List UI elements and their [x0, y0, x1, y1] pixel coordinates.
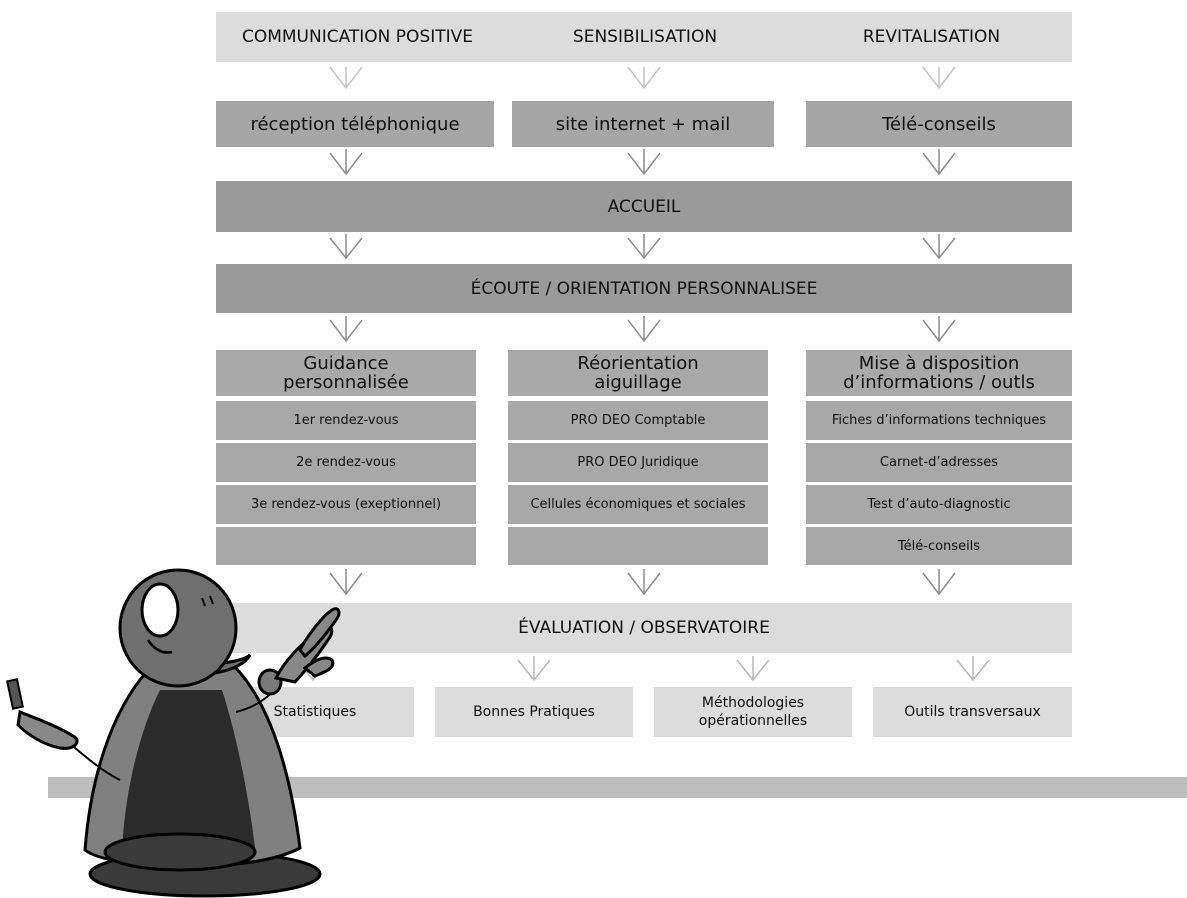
- arrow-down-icon: [922, 149, 956, 176]
- arrow-down-icon: [329, 316, 363, 343]
- arrow-down-icon: [627, 234, 661, 260]
- column-reorientation-title: Réorientation aiguillage: [508, 350, 768, 396]
- guidance-item: 2e rendez-vous: [216, 443, 476, 482]
- arrow-down-icon: [329, 66, 363, 90]
- arrow-down-icon: [329, 569, 363, 596]
- arrow-down-icon: [329, 234, 363, 260]
- ecoute-orientation-bar: ÉCOUTE / ORIENTATION PERSONNALISEE: [216, 264, 1072, 313]
- figure-eye-highlight: [140, 582, 180, 638]
- reorientation-item: PRO DEO Comptable: [508, 401, 768, 440]
- column-guidance-title-line2: personnalisée: [283, 372, 409, 393]
- reorientation-item: PRO DEO Juridique: [508, 443, 768, 482]
- arrow-down-icon: [627, 149, 661, 176]
- information-item: Télé-conseils: [806, 527, 1072, 565]
- output-methodologies: Méthodologies opérationnelles: [654, 687, 852, 737]
- guidance-item: [216, 527, 476, 565]
- column-mise-a-disposition-title: Mise à disposition d’informations / outl…: [806, 350, 1072, 396]
- column-mise-a-disposition-title-line2: d’informations / outls: [843, 372, 1035, 393]
- header-revitalisation: REVITALISATION: [791, 12, 1072, 62]
- header-sensibilisation: SENSIBILISATION: [499, 12, 791, 62]
- channel-tele-conseils: Télé-conseils: [806, 101, 1072, 147]
- column-reorientation-title-line2: aiguillage: [594, 372, 682, 393]
- column-guidance-title: Guidance personnalisée: [216, 350, 476, 396]
- information-item: Test d’auto-diagnostic: [806, 485, 1072, 524]
- channel-site-internet: site internet + mail: [512, 101, 774, 147]
- channel-reception-telephonique: réception téléphonique: [216, 101, 494, 147]
- arrow-down-icon: [736, 656, 770, 682]
- arrow-down-icon: [627, 569, 661, 596]
- reorientation-item: Cellules économiques et sociales: [508, 485, 768, 524]
- header-communication-positive: COMMUNICATION POSITIVE: [216, 12, 499, 62]
- arrow-down-icon: [922, 316, 956, 343]
- arrow-down-icon: [922, 569, 956, 596]
- arrow-down-icon: [922, 66, 956, 90]
- figure-finger: [302, 656, 335, 678]
- figure-base: [103, 832, 257, 872]
- accueil-bar: ACCUEIL: [216, 181, 1072, 232]
- information-item: Carnet-d’adresses: [806, 443, 1072, 482]
- arrow-down-icon: [329, 149, 363, 176]
- arrow-down-icon: [627, 316, 661, 343]
- evaluation-observatoire-bar: ÉVALUATION / OBSERVATOIRE: [216, 603, 1072, 653]
- arrows: [296, 66, 990, 682]
- reorientation-item: [508, 527, 768, 565]
- figure-brow: [201, 595, 214, 607]
- figure-head: [118, 568, 238, 688]
- guidance-item: 1er rendez-vous: [216, 401, 476, 440]
- arrow-down-icon: [956, 656, 990, 682]
- guidance-item: 3e rendez-vous (exeptionnel): [216, 485, 476, 524]
- column-reorientation-title-line1: Réorientation: [577, 353, 699, 374]
- arrow-down-icon: [627, 66, 661, 90]
- column-guidance-title-line1: Guidance: [303, 353, 389, 374]
- figure-finger: [298, 607, 341, 659]
- figure-body-inner: [122, 690, 255, 856]
- phone-icon: [6, 678, 24, 710]
- pawn-figure-illustration: [6, 568, 341, 898]
- figure-smile: [146, 639, 173, 654]
- figure-left-hand: [16, 709, 79, 750]
- arrow-down-icon: [517, 656, 551, 682]
- output-bonnes-pratiques: Bonnes Pratiques: [435, 687, 633, 737]
- column-mise-a-disposition-title-line1: Mise à disposition: [858, 353, 1020, 374]
- information-item: Fiches d’informations techniques: [806, 401, 1072, 440]
- output-outils-transversaux: Outils transversaux: [873, 687, 1072, 737]
- arrow-down-icon: [922, 234, 956, 260]
- ground-bar: [48, 777, 1187, 798]
